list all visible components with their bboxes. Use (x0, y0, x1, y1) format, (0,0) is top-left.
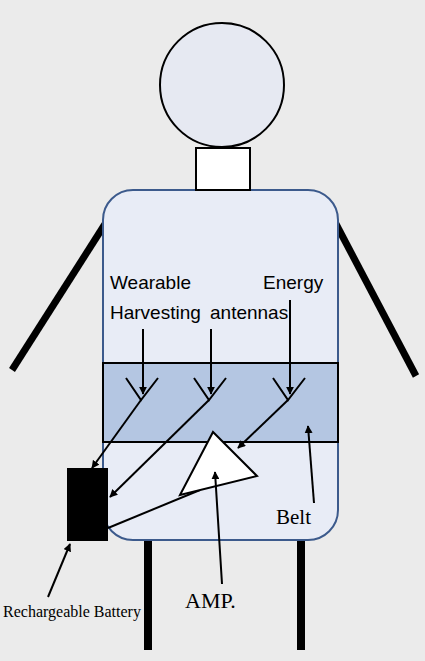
feed-arrow (92, 400, 141, 468)
part-label: Rechargeable Battery (2, 599, 142, 625)
amplifier-symbol (180, 432, 257, 495)
head (160, 23, 284, 147)
leader-arrow (215, 472, 222, 584)
antenna-symbol (273, 378, 305, 400)
part-label: AMP. (185, 588, 236, 614)
left-leg (144, 538, 152, 650)
label-text: antennas (210, 302, 288, 324)
part-label: Belt (276, 505, 311, 530)
label-text: Wearable (110, 272, 191, 294)
label-text: Harvesting (110, 302, 201, 324)
neck (196, 148, 250, 190)
leader-arrow (48, 544, 70, 597)
label-text: Energy (263, 272, 323, 294)
amp-wire (108, 490, 200, 528)
leader-arrow (210, 329, 212, 394)
battery-block (67, 468, 108, 541)
torso (103, 190, 338, 540)
feed-arrow (238, 400, 288, 448)
leader-arrow (142, 329, 144, 394)
right-leg (297, 538, 305, 650)
leader-arrow (308, 426, 314, 503)
antenna-symbol (126, 378, 158, 400)
antenna-symbol (194, 378, 226, 400)
right-arm (336, 224, 416, 376)
left-arm (12, 224, 105, 370)
leader-arrow (289, 300, 291, 394)
